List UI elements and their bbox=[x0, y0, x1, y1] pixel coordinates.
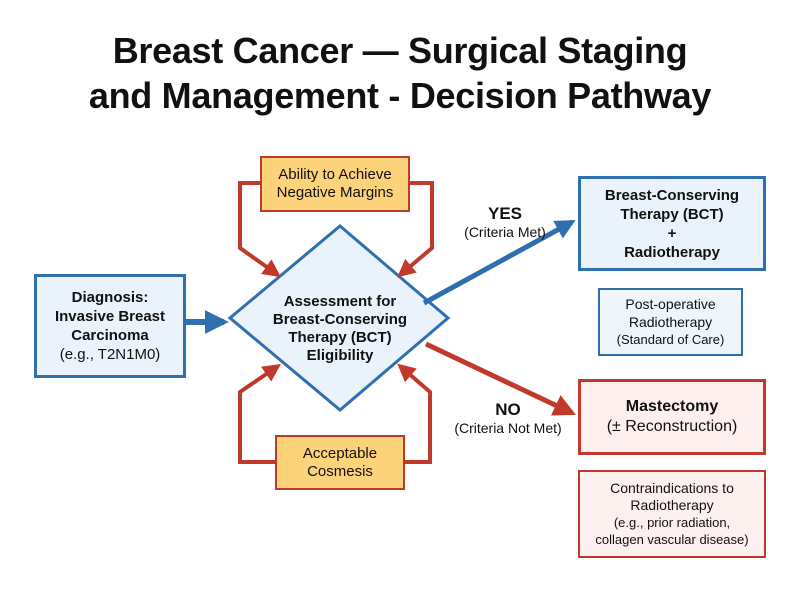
diagnosis-line-1: Diagnosis: bbox=[71, 289, 149, 306]
margins-right-arrow bbox=[397, 181, 434, 278]
title-line-2: and Management - Decision Pathway bbox=[88, 75, 712, 116]
no-arrow bbox=[424, 341, 577, 416]
radio-note-line-2: Radiotherapy bbox=[628, 314, 713, 330]
criterion-margins-box: Ability to Achieve Negative Margins bbox=[260, 156, 410, 212]
diagnosis-line-3: Carcinoma bbox=[71, 327, 149, 344]
assessment-line-3: Therapy (BCT) bbox=[288, 329, 392, 346]
diagnosis-box: Diagnosis: Invasive Breast Carcinoma (e.… bbox=[34, 274, 186, 378]
contra-line-4: collagen vascular disease) bbox=[595, 532, 749, 547]
contra-line-3: (e.g., prior radiation, bbox=[613, 515, 731, 530]
assessment-line-4: Eligibility bbox=[306, 347, 374, 364]
mastectomy-line-1: Mastectomy bbox=[625, 398, 719, 415]
assessment-label: Assessment for Breast-Conserving Therapy… bbox=[245, 287, 435, 371]
title-line-1: Breast Cancer — Surgical Staging bbox=[112, 30, 688, 71]
contraindications-note-box: Contraindications to Radiotherapy (e.g.,… bbox=[578, 470, 766, 558]
mastectomy-outcome-box: Mastectomy (± Reconstruction) bbox=[578, 379, 766, 455]
cosmesis-left-arrow bbox=[238, 363, 281, 464]
radio-note-line-3: (Standard of Care) bbox=[616, 332, 725, 347]
radio-note-line-1: Post-operative bbox=[625, 296, 716, 312]
diagnosis-line-2: Invasive Breast bbox=[54, 308, 166, 325]
yes-label-main: YES bbox=[487, 204, 523, 223]
bct-line-2: Therapy (BCT) bbox=[620, 205, 724, 223]
assessment-diamond bbox=[227, 224, 451, 412]
assessment-line-1: Assessment for bbox=[283, 293, 397, 310]
bct-outcome-box: Breast-Conserving Therapy (BCT) + Radiot… bbox=[578, 176, 766, 271]
margins-line-1: Ability to Achieve bbox=[278, 166, 392, 183]
margins-line-2: Negative Margins bbox=[276, 184, 394, 201]
assessment-line-2: Breast-Conserving bbox=[272, 311, 408, 328]
no-label-main: NO bbox=[495, 400, 521, 419]
no-label: NO (Criteria Not Met) bbox=[438, 400, 578, 437]
cosmesis-line-2: Cosmesis bbox=[307, 462, 373, 480]
margins-left-arrow bbox=[238, 181, 281, 278]
radiotherapy-note-box: Post-operative Radiotherapy (Standard of… bbox=[598, 288, 743, 356]
bct-line-4: Radiotherapy bbox=[624, 243, 720, 261]
cosmesis-right-arrow bbox=[397, 363, 432, 464]
yes-label: YES (Criteria Met) bbox=[440, 204, 570, 241]
mastectomy-line-2: (± Reconstruction) bbox=[606, 418, 738, 435]
page-title: Breast Cancer — Surgical Staging and Man… bbox=[0, 28, 800, 118]
yes-arrow bbox=[422, 219, 576, 306]
contra-line-2: Radiotherapy bbox=[630, 497, 714, 513]
no-label-sub: (Criteria Not Met) bbox=[454, 420, 562, 437]
bct-line-1: Breast-Conserving bbox=[604, 186, 740, 204]
cosmesis-line-1: Acceptable bbox=[302, 444, 378, 462]
yes-label-sub: (Criteria Met) bbox=[464, 224, 546, 241]
contra-line-1: Contraindications to bbox=[610, 480, 734, 496]
criterion-cosmesis-box: Acceptable Cosmesis bbox=[275, 435, 405, 490]
bct-line-3: + bbox=[667, 224, 677, 242]
diagnosis-line-4: (e.g., T2N1M0) bbox=[59, 346, 161, 363]
